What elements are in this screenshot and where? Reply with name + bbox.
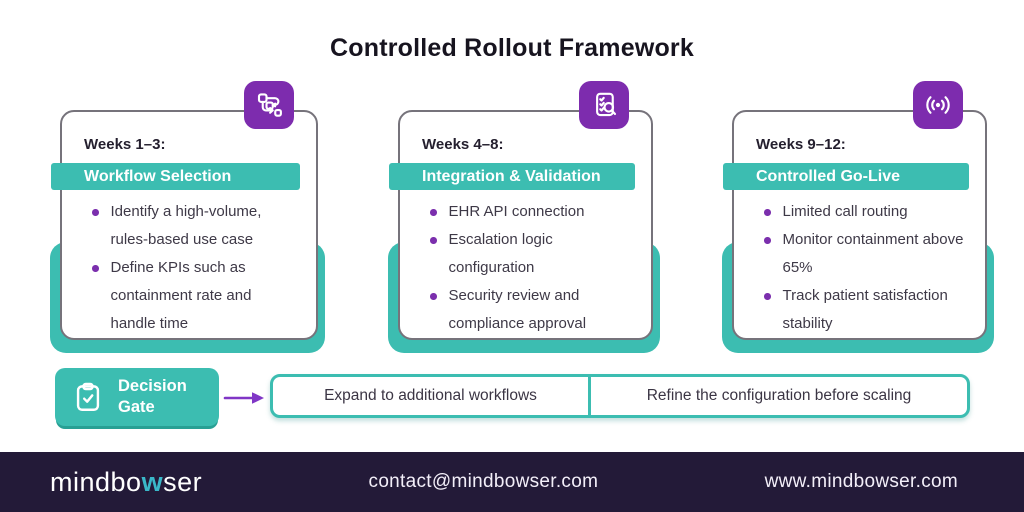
outcome-expand: Expand to additional workflows [273,377,591,415]
bullet-list: EHR API connection Escalation logic conf… [422,198,635,338]
workflow-icon [244,81,294,129]
list-item: Monitor containment above 65% [756,226,969,282]
website-link[interactable]: www.mindbowser.com [764,471,958,492]
bullet-text: Limited call routing [782,203,908,220]
card-body: Weeks 4–8: Integration & Validation EHR … [389,110,653,340]
week-label: Weeks 9–12: [756,136,846,153]
phase-card-weeks-4-8: Weeks 4–8: Integration & Validation EHR … [388,81,660,353]
bullet-text: Track patient satisfaction stability [782,287,948,332]
clipboard-check-icon [76,382,100,411]
list-item: Identify a high-volume, rules-based use … [84,198,300,254]
phase-banner: Integration & Validation [389,163,635,190]
decision-gate-label: Decision Gate [118,377,187,416]
logo-text: mindbo [50,466,142,497]
outcome-refine: Refine the configuration before scaling [646,387,912,404]
arrow-right-icon [223,392,264,404]
list-item: Track patient satisfaction stability [756,282,969,338]
broadcast-icon [913,81,963,129]
bullet-dot [430,293,437,300]
mindbowser-logo: mindbowser [50,467,202,498]
bullet-text: Escalation logic configuration [448,231,553,276]
bullet-text: Security review and compliance approval [448,287,587,332]
bullet-text: Define KPIs such as containment rate and… [110,259,252,332]
bullet-dot [92,265,99,272]
card-body: Weeks 1–3: Workflow Selection Identify a… [51,110,318,340]
decision-gate-badge: Decision Gate [55,368,219,426]
bullet-dot [92,209,99,216]
bullet-dot [764,293,771,300]
checklist-search-icon [579,81,629,129]
week-label: Weeks 1–3: [84,136,166,153]
week-label: Weeks 4–8: [422,136,504,153]
page-title: Controlled Rollout Framework [330,33,694,62]
bullet-text: Identify a high-volume, rules-based use … [110,203,262,248]
phase-card-weeks-9-12: Weeks 9–12: Controlled Go-Live Limited c… [722,81,994,353]
list-item: Define KPIs such as containment rate and… [84,254,300,338]
list-item: Security review and compliance approval [422,282,635,338]
phase-card-weeks-1-3: Weeks 1–3: Workflow Selection Identify a… [50,81,325,353]
logo-accent-w: w [141,466,164,497]
decision-outcomes-box: Expand to additional workflows Refine th… [270,374,970,418]
logo-text: ser [163,466,203,497]
bullet-list: Limited call routing Monitor containment… [756,198,969,338]
bullet-dot [430,237,437,244]
phase-banner: Controlled Go-Live [723,163,969,190]
list-item: EHR API connection [422,198,635,226]
bullet-dot [430,209,437,216]
bullet-text: EHR API connection [448,203,585,220]
bullet-text: Monitor containment above 65% [782,231,964,276]
bullet-dot [764,209,771,216]
phase-banner: Workflow Selection [51,163,300,190]
contact-email-link[interactable]: contact@mindbowser.com [368,471,599,492]
bullet-dot [764,237,771,244]
bullet-list: Identify a high-volume, rules-based use … [84,198,300,338]
footer-bar: mindbowser contact@mindbowser.com www.mi… [0,452,1024,512]
card-body: Weeks 9–12: Controlled Go-Live Limited c… [723,110,987,340]
list-item: Limited call routing [756,198,969,226]
list-item: Escalation logic configuration [422,226,635,282]
